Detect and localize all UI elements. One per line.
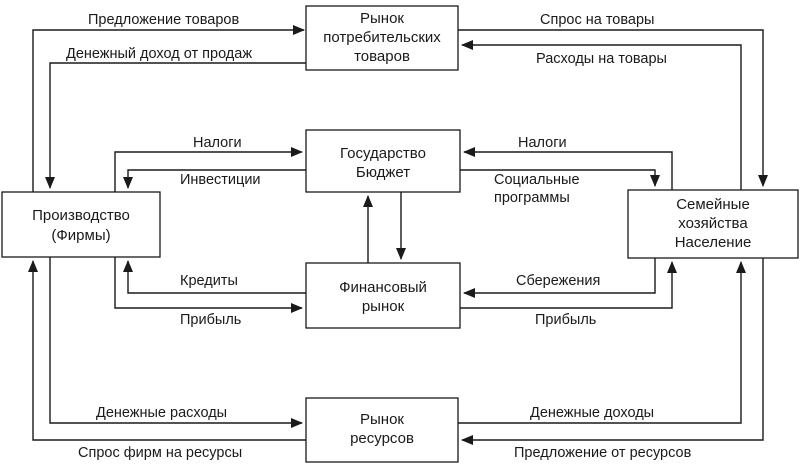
resource-demand-arrow <box>28 260 306 441</box>
savings-label: Сбережения <box>516 273 600 289</box>
households-line-2: хозяйства <box>678 215 748 232</box>
profit-firms-arrow <box>114 257 303 313</box>
social-programs-label-1: Социальные <box>494 172 580 188</box>
savings-arrow <box>463 258 656 298</box>
taxes-households-arrow <box>463 147 673 190</box>
money-income-arrow <box>458 261 746 424</box>
households-box: Семейные хозяйства Население <box>627 189 799 259</box>
resource-demand-label: Спрос фирм на ресурсы <box>78 445 242 461</box>
money-spending-arrow <box>49 257 303 428</box>
consumer-market-line-1: Рынок <box>360 10 404 27</box>
goods-demand-arrow <box>458 29 768 187</box>
profit-households-arrow <box>460 261 677 309</box>
households-line-1: Семейные <box>676 196 750 213</box>
financial-market-line-2: рынок <box>362 298 405 315</box>
resource-market-line-2: ресурсов <box>350 430 414 447</box>
money-income-label: Денежные доходы <box>530 405 654 421</box>
investments-arrow <box>123 169 306 189</box>
government-line-1: Государство <box>340 145 426 162</box>
resource-supply-label: Предложение от ресурсов <box>514 445 692 461</box>
taxes-households-label: Налоги <box>518 135 567 151</box>
credits-arrow <box>123 260 306 294</box>
resource-market-line-1: Рынок <box>360 411 404 428</box>
sales-income-arrow <box>45 62 306 189</box>
financial-market-line-1: Финансовый <box>339 279 427 296</box>
taxes-firms-arrow <box>114 147 303 192</box>
consumer-market-box: Рынок потребительских товаров <box>305 5 459 71</box>
financial-market-box: Финансовый рынок <box>305 262 461 329</box>
goods-spending-arrow <box>461 40 742 190</box>
social-programs-arrow <box>460 169 660 187</box>
resource-market-box: Рынок ресурсов <box>305 397 459 463</box>
investments-label: Инвестиции <box>180 172 261 188</box>
firms-line-2: (Фирмы) <box>51 227 110 244</box>
government-box: Государство Бюджет <box>305 129 461 193</box>
consumer-market-line-3: товаров <box>354 48 410 65</box>
resource-supply-arrow <box>461 258 764 445</box>
credits-label: Кредиты <box>180 273 238 289</box>
households-line-3: Население <box>675 234 752 251</box>
money-spending-label: Денежные расходы <box>96 405 227 421</box>
profit-firms-label: Прибыль <box>180 312 241 328</box>
social-programs-label-2: программы <box>494 190 570 206</box>
firms-line-1: Производство <box>32 207 130 224</box>
taxes-firms-label: Налоги <box>193 135 242 151</box>
firms-box: Производство (Фирмы) <box>1 191 161 258</box>
goods-supply-label: Предложение товаров <box>88 12 239 28</box>
sales-income-label: Денежный доход от продаж <box>66 46 252 62</box>
consumer-market-line-2: потребительских <box>323 29 441 46</box>
government-line-2: Бюджет <box>356 164 410 181</box>
goods-spending-label: Расходы на товары <box>536 51 667 67</box>
goods-supply-arrow <box>32 25 305 192</box>
profit-households-label: Прибыль <box>535 312 596 328</box>
goods-demand-label: Спрос на товары <box>540 12 654 28</box>
